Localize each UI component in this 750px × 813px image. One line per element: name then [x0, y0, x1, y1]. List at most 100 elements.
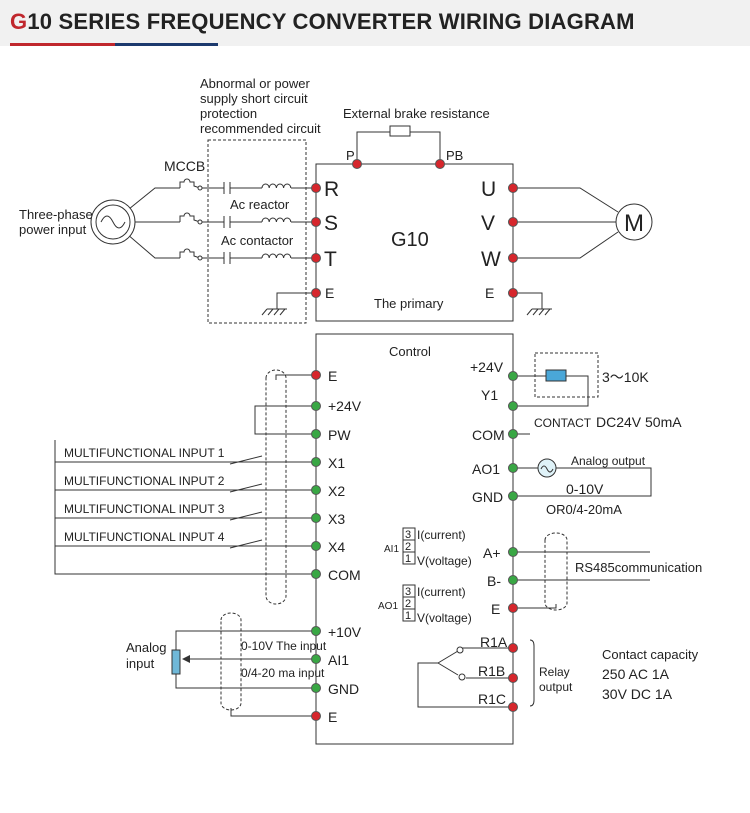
capacity-dc: 30V DC 1A — [602, 686, 673, 702]
resistor-icon — [545, 369, 567, 382]
ao1-jumper-3: 3 — [405, 586, 411, 598]
terminal-e-top: E — [328, 368, 337, 384]
title-prefix: G — [10, 9, 28, 34]
terminal-x2: X2 — [328, 483, 345, 499]
terminal-pw: PW — [328, 427, 351, 443]
contact-label: CONTACT — [534, 416, 592, 430]
ao1-voltage-label: V(voltage) — [417, 611, 472, 625]
analog-output-meter — [537, 458, 557, 478]
pb-terminal-label: PB — [446, 148, 463, 163]
terminal-com-left: COM — [328, 567, 361, 583]
control-labels: Control E +24V PW X1 X2 X3 X4 COM +10V A… — [64, 344, 702, 725]
ao1-jumper-1: 1 — [405, 610, 411, 622]
terminal-v: V — [481, 212, 495, 235]
source-label-line1: Three-phase — [19, 207, 93, 222]
source-label-line2: power input — [19, 222, 87, 237]
resistor-range: 3～10K — [602, 369, 649, 385]
analog-note-voltage: 0-10V The input — [241, 639, 327, 653]
mccb-label: MCCB — [164, 158, 205, 174]
terminal-r: R — [324, 178, 339, 201]
ai1-current-label: I(current) — [417, 528, 466, 542]
power-source — [90, 199, 136, 245]
inverter-box-control — [315, 333, 514, 745]
brake-wire — [356, 131, 441, 164]
page-title: G10 SERIES FREQUENCY CONVERTER WIRING DI… — [10, 9, 635, 35]
analog-output-label: Analog output — [571, 454, 646, 468]
reactor-label: Ac reactor — [230, 197, 290, 212]
brake-label: External brake resistance — [343, 106, 490, 121]
shield-analog-input — [220, 612, 242, 711]
terminal-u: U — [481, 178, 496, 201]
protection-note-line1: Abnormal or power — [200, 76, 310, 91]
terminal-e-bottom: E — [328, 709, 337, 725]
title-underline-red — [10, 43, 115, 46]
relay-contacts — [456, 646, 466, 681]
control-terminal-dots-red — [311, 370, 518, 721]
ai1-jumper-label: AI1 — [384, 544, 399, 555]
protection-box — [207, 139, 307, 324]
terminal-e-right: E — [491, 601, 500, 617]
motor-label: M — [624, 210, 644, 237]
shield-left-digital — [265, 369, 287, 605]
brake-resistor — [389, 125, 411, 137]
ao-range-alt: OR0/4-20mA — [546, 502, 622, 517]
terminal-ao1: AO1 — [472, 461, 500, 477]
p-terminal-label: P — [346, 148, 355, 163]
inverter-box-power — [315, 163, 514, 322]
title-text: 10 SERIES FREQUENCY CONVERTER WIRING DIA… — [27, 9, 635, 34]
header-bar: G10 SERIES FREQUENCY CONVERTER WIRING DI… — [0, 0, 750, 46]
ao-range: 0-10V — [566, 481, 604, 497]
terminal-y1: Y1 — [481, 387, 498, 403]
primary-label: The primary — [374, 296, 444, 311]
potentiometer-icon — [171, 649, 190, 675]
terminal-r1b: R1B — [478, 663, 505, 679]
contact-rating: DC24V 50mA — [596, 414, 682, 430]
terminal-t: T — [324, 248, 337, 271]
jumper-boxes — [402, 527, 416, 622]
ao1-jumper-2: 2 — [405, 598, 411, 610]
terminal-24v-right: +24V — [470, 359, 504, 375]
multifunction-input-4: MULTIFUNCTIONAL INPUT 4 — [64, 530, 225, 544]
control-circuit — [54, 333, 652, 745]
ao1-jumper-label: AO1 — [378, 601, 398, 612]
protection-note-line3: protection — [200, 106, 257, 121]
analog-input-label-line2: input — [126, 656, 155, 671]
power-terminal-dots — [311, 159, 518, 298]
multifunction-input-2: MULTIFUNCTIONAL INPUT 2 — [64, 474, 225, 488]
terminal-gnd-right: GND — [472, 489, 503, 505]
terminal-e-input: E — [325, 285, 334, 301]
power-labels: Abnormal or power supply short circuit p… — [19, 76, 501, 311]
protection-note-line4: recommended circuit — [200, 121, 321, 136]
terminal-b-minus: B- — [487, 573, 501, 589]
motor: M — [615, 203, 653, 241]
terminal-24v-left: +24V — [328, 398, 362, 414]
protection-note-line2: supply short circuit — [200, 91, 308, 106]
terminal-x4: X4 — [328, 539, 345, 555]
control-title: Control — [389, 344, 431, 359]
terminal-r1c: R1C — [478, 691, 506, 707]
contactor-label: Ac contactor — [221, 233, 294, 248]
capacity-label: Contact capacity — [602, 647, 699, 662]
terminal-ai1: AI1 — [328, 652, 349, 668]
terminal-r1a: R1A — [480, 634, 508, 650]
terminal-gnd-left: GND — [328, 681, 359, 697]
terminal-x3: X3 — [328, 511, 345, 527]
multifunction-input-3: MULTIFUNCTIONAL INPUT 3 — [64, 502, 225, 516]
terminal-w: W — [481, 248, 501, 271]
terminal-x1: X1 — [328, 455, 345, 471]
analog-input-label-line1: Analog — [126, 640, 166, 655]
terminal-10v: +10V — [328, 624, 362, 640]
ai1-jumper-1: 1 — [405, 553, 411, 565]
terminal-s: S — [324, 212, 338, 235]
relay-label-line2: output — [539, 680, 573, 694]
ao1-current-label: I(current) — [417, 585, 466, 599]
rs485-label: RS485communication — [575, 560, 702, 575]
multifunction-input-1: MULTIFUNCTIONAL INPUT 1 — [64, 446, 225, 460]
relay-label-line1: Relay — [539, 665, 570, 679]
model-label: G10 — [391, 229, 429, 251]
shield-rs485 — [544, 532, 568, 611]
ai1-jumper-3: 3 — [405, 529, 411, 541]
power-circuit — [112, 125, 619, 324]
